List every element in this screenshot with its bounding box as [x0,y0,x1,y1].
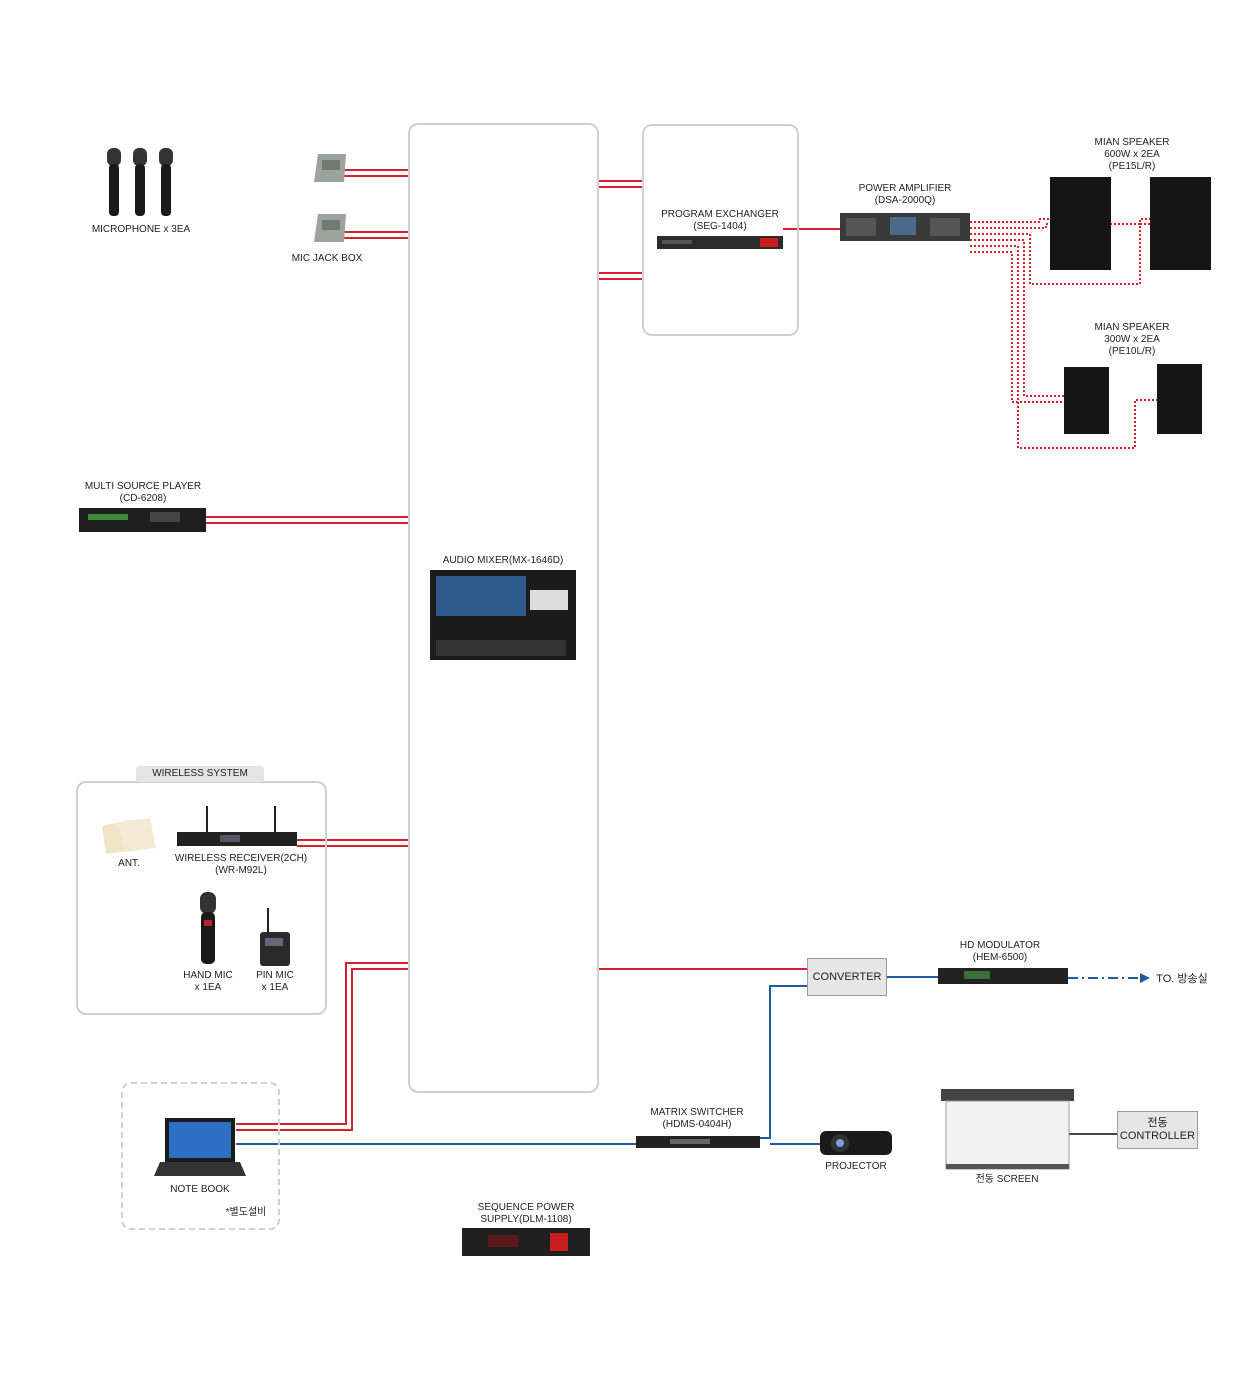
audio-connections [206,169,840,1131]
mic-jack-box-icon [314,154,346,242]
multi-source-player-icon [79,508,206,532]
mic-jack-box-label: MIC JACK BOX [291,253,363,264]
power-amplifier-icon [840,213,970,241]
program-exchanger-icon [657,236,783,249]
hd-modulator-icon [938,968,1068,984]
audio-mixer-icon [430,570,576,660]
controller-label-2: CONTROLLER [1119,1130,1196,1142]
ant-label: ANT. [118,858,140,869]
notebook-icon [154,1118,246,1176]
wireless-system-tag: WIRELESS SYSTEM [136,766,264,782]
power-amplifier-label: POWER AMPLIFIER(DSA-2000Q) [858,183,952,206]
separate-equipment-label: *별도설비 [225,1207,267,1218]
screen-label: 전동 SCREEN [975,1174,1039,1185]
separate-equipment-frame [121,1082,280,1230]
audio-mixer-label: AUDIO MIXER(MX-1646D) [442,555,564,566]
notebook-label: NOTE BOOK [170,1184,230,1195]
hand-mic-icon [200,892,216,964]
antenna-icon [102,818,156,854]
microphone-icon [107,148,173,216]
speaker-icon [1050,177,1211,434]
hd-modulator-label: HD MODULATOR(HEM-6500) [959,940,1041,963]
sequence-power-icon [462,1228,590,1256]
video-connections [236,976,1118,1145]
wireless-receiver-label: WIRELESS RECEIVER(2CH)(WR-M92L) [174,853,308,876]
wireless-system-frame [76,781,327,1015]
broadcast-link [1068,973,1150,983]
microphone-label: MICROPHONE x 3EA [91,224,191,235]
program-exchanger-frame [642,124,799,336]
screen-icon [941,1089,1074,1170]
matrix-switcher-label: MATRIX SWITCHER(HDMS-0404H) [650,1107,744,1130]
broadcast-room-label: TO. 방송실 [1156,973,1208,985]
program-exchanger-label: PROGRAM EXCHANGER(SEG-1404) [661,209,779,232]
projector-label: PROJECTOR [825,1161,887,1172]
multi-source-player-label: MULTI SOURCE PLAYER(CD-6208) [84,481,202,504]
speaker-connections [970,218,1157,449]
screen-controller-box: 전동 CONTROLLER [1117,1111,1198,1149]
pin-mic-icon [260,908,290,966]
wireless-receiver-icon [177,806,297,846]
converter-box: CONVERTER [807,958,887,996]
matrix-switcher-icon [636,1136,760,1148]
projector-icon [820,1131,892,1155]
controller-label-1: 전동 [1147,1117,1168,1129]
mixer-frame [408,123,599,1093]
